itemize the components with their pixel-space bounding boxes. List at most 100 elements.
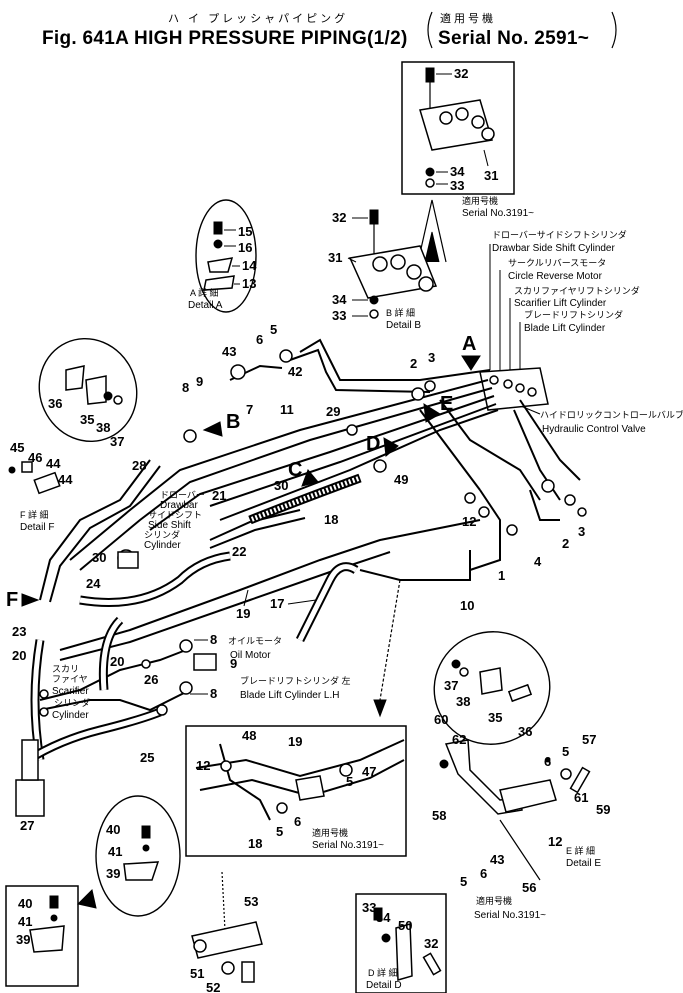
svg-text:Detail B: Detail B: [386, 320, 421, 331]
svg-text:スカリファイヤリフトシリンダ: スカリファイヤリフトシリンダ: [514, 285, 640, 296]
svg-text:9: 9: [196, 374, 203, 389]
detail-b: 32 31 34 33 B 詳 細 Detail B: [328, 209, 438, 331]
svg-text:35: 35: [80, 412, 94, 427]
svg-text:38: 38: [456, 694, 470, 709]
inset-bottom-center: 53 51 52: [190, 871, 263, 993]
svg-text:23: 23: [12, 624, 26, 639]
view-letter-f: F: [6, 589, 18, 611]
svg-text:6: 6: [480, 866, 487, 881]
svg-text:3: 3: [428, 350, 435, 365]
svg-text:7: 7: [246, 402, 253, 417]
svg-text:16: 16: [238, 240, 252, 255]
svg-text:43: 43: [222, 344, 236, 359]
svg-text:Drawbar: Drawbar: [160, 500, 198, 511]
svg-text:38: 38: [96, 420, 110, 435]
svg-text:Detail A: Detail A: [188, 300, 223, 311]
svg-text:43: 43: [490, 852, 504, 867]
svg-text:Drawbar Side Shift Cylinder: Drawbar Side Shift Cylinder: [492, 243, 615, 254]
svg-text:シリンダ: シリンダ: [54, 697, 90, 708]
svg-text:48: 48: [242, 728, 256, 743]
svg-text:18: 18: [248, 836, 262, 851]
svg-text:Blade Lift Cylinder L.H: Blade Lift Cylinder L.H: [240, 690, 340, 701]
svg-text:12: 12: [548, 834, 562, 849]
svg-text:20: 20: [110, 654, 124, 669]
detail-f: 45 46 44 44 F 詳 細 Detail F: [8, 440, 73, 533]
svg-text:A 詳 細: A 詳 細: [190, 287, 219, 298]
svg-text:59: 59: [596, 802, 610, 817]
washer-33: [425, 178, 435, 188]
svg-text:適用号機: 適用号機: [462, 195, 498, 206]
svg-text:Serial No.3191~: Serial No.3191~: [462, 208, 534, 219]
svg-text:12: 12: [196, 758, 210, 773]
view-letter-e: E: [440, 393, 453, 415]
svg-text:10: 10: [460, 598, 474, 613]
svg-text:34: 34: [376, 910, 391, 925]
svg-text:51: 51: [190, 966, 204, 981]
clamp-circle-right: 37 38 35 36: [433, 631, 551, 745]
svg-text:31: 31: [484, 168, 498, 183]
svg-text:30: 30: [92, 550, 106, 565]
svg-text:52: 52: [206, 980, 220, 993]
svg-text:スカリ: スカリ: [52, 664, 79, 674]
svg-text:13: 13: [242, 276, 256, 291]
svg-text:E 詳 細: E 詳 細: [566, 845, 595, 856]
svg-text:33: 33: [450, 178, 464, 193]
svg-text:Side Shift: Side Shift: [148, 520, 191, 531]
svg-text:2: 2: [410, 356, 417, 371]
svg-text:Hydraulic Control Valve: Hydraulic Control Valve: [542, 424, 646, 435]
paren-right: [611, 11, 617, 49]
svg-text:11: 11: [280, 402, 294, 417]
svg-text:Circle Reverse Motor: Circle Reverse Motor: [508, 271, 603, 282]
svg-text:Detail D: Detail D: [366, 980, 402, 991]
paren-left: [427, 11, 433, 49]
clamp-circle-lower: 40 41 39: [77, 795, 181, 917]
view-letter-c: C: [288, 459, 302, 481]
svg-text:Detail E: Detail E: [566, 858, 601, 869]
svg-text:32: 32: [424, 936, 438, 951]
left-callouts: ドローバー Drawbar サイドシフト Side Shift シリンダ Cyl…: [52, 490, 351, 721]
svg-text:8: 8: [182, 380, 189, 395]
view-markers: A B C D E F: [6, 333, 481, 611]
inset-bottom-left: 40 41 39: [5, 885, 79, 987]
svg-text:28: 28: [132, 458, 146, 473]
svg-text:ブレードリフトシリンダ: ブレードリフトシリンダ: [524, 309, 623, 320]
svg-text:ドローバーサイドシフトシリンダ: ドローバーサイドシフトシリンダ: [492, 229, 627, 240]
svg-text:B 詳 細: B 詳 細: [386, 307, 415, 318]
svg-text:24: 24: [86, 576, 101, 591]
svg-text:25: 25: [140, 750, 154, 765]
svg-text:31: 31: [328, 250, 342, 265]
svg-text:5: 5: [276, 824, 283, 839]
svg-text:34: 34: [450, 164, 465, 179]
svg-text:Scarifier: Scarifier: [52, 686, 89, 697]
cylinder-callouts: ドローバーサイドシフトシリンダ Drawbar Side Shift Cylin…: [489, 229, 683, 435]
title-jp: ハ イ プレッシャパイピング: [168, 11, 348, 25]
svg-text:44: 44: [46, 456, 61, 471]
svg-text:37: 37: [110, 434, 124, 449]
washer-34: [425, 167, 435, 177]
svg-text:40: 40: [18, 896, 32, 911]
inset-box: [401, 61, 515, 195]
svg-text:ファイヤ: ファイヤ: [52, 674, 88, 684]
svg-text:19: 19: [236, 606, 250, 621]
svg-text:Blade Lift Cylinder: Blade Lift Cylinder: [524, 323, 606, 334]
svg-text:12: 12: [462, 514, 476, 529]
control-valve: [479, 367, 549, 411]
svg-text:3: 3: [578, 524, 585, 539]
svg-text:45: 45: [10, 440, 24, 455]
svg-text:オイルモータ: オイルモータ: [228, 636, 282, 646]
svg-text:5: 5: [460, 874, 467, 889]
svg-text:42: 42: [288, 364, 302, 379]
svg-text:49: 49: [394, 472, 408, 487]
svg-text:6: 6: [294, 814, 301, 829]
fittings: [39, 349, 587, 717]
svg-text:36: 36: [518, 724, 532, 739]
arrow-to-inset: [417, 199, 447, 263]
svg-text:30: 30: [274, 478, 288, 493]
svg-text:4: 4: [534, 554, 542, 569]
svg-text:Serial No.3191~: Serial No.3191~: [312, 840, 384, 851]
svg-text:14: 14: [242, 258, 257, 273]
svg-text:8: 8: [210, 686, 217, 701]
svg-text:39: 39: [106, 866, 120, 881]
svg-text:60: 60: [434, 712, 448, 727]
